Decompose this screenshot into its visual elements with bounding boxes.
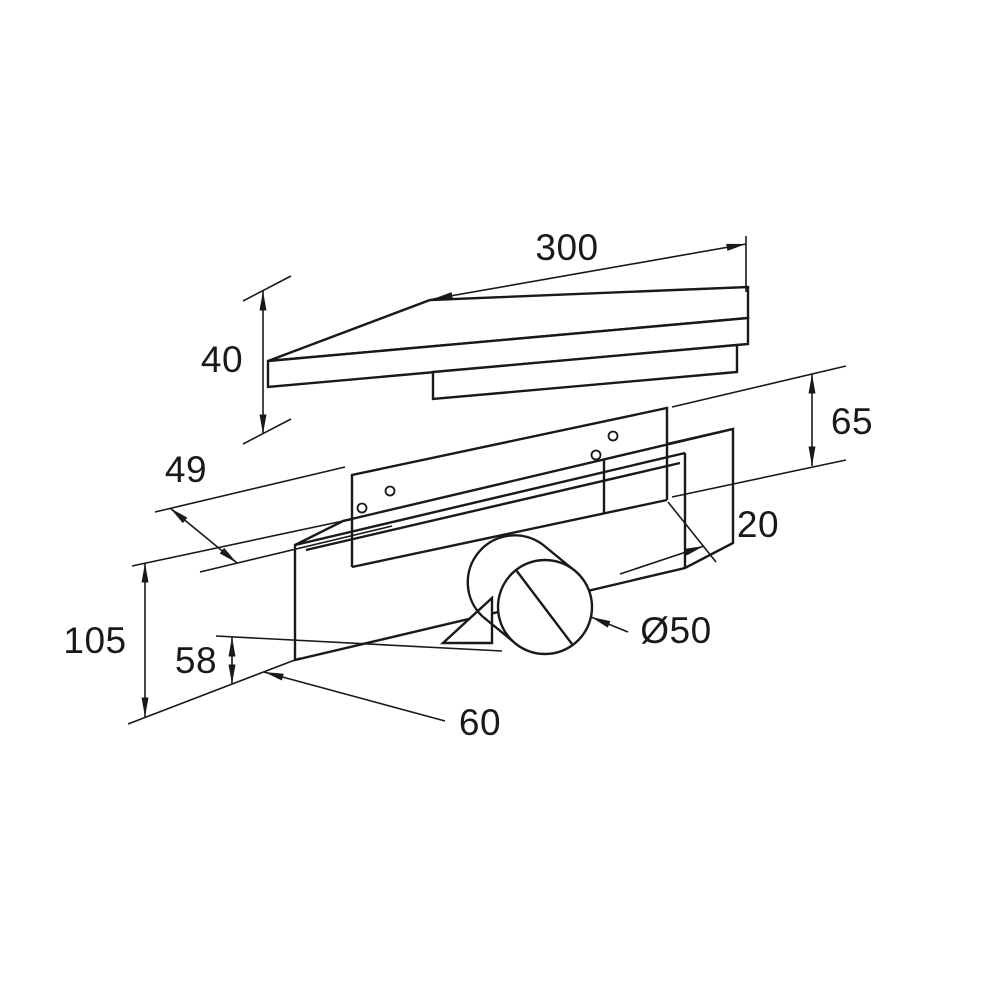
ext-65-top — [671, 365, 847, 408]
dimension-105: 105 — [63, 563, 149, 717]
ext-105-top — [131, 520, 344, 567]
ext-20-right — [667, 501, 717, 563]
dimension-40: 40 — [201, 291, 267, 434]
flange-screw-hole — [607, 430, 619, 442]
pipe-base-arc — [466, 534, 543, 617]
dim-label-58: 58 — [175, 640, 217, 681]
channel-floor-edge — [351, 498, 668, 569]
dim-label-65: 65 — [831, 401, 873, 442]
ext-40-bottom — [242, 418, 292, 445]
cover-front-lip — [266, 316, 750, 389]
dim-label-49: 49 — [165, 449, 207, 490]
dim-label-60: 60 — [459, 702, 501, 743]
cover-skirt — [431, 343, 739, 401]
dim-leader-diameter-50 — [590, 616, 629, 633]
dimension-300: 300 — [432, 227, 747, 300]
drain-cover — [266, 285, 750, 401]
extension-lines — [127, 236, 847, 725]
dimension-65: 65 — [808, 374, 873, 466]
dim-label-diameter-50: Ø50 — [640, 610, 711, 651]
outlet-support-bracket — [439, 595, 494, 645]
dim-line-49 — [169, 507, 238, 564]
dim-label-300: 300 — [535, 227, 598, 268]
dim-label-40: 40 — [201, 339, 243, 380]
dimension-49: 49 — [165, 449, 238, 564]
dimension-diameter-50: Ø50 — [590, 610, 711, 651]
flange-screw-hole — [356, 502, 368, 514]
outlet-pipe — [466, 534, 594, 656]
ext-49-lower — [199, 525, 393, 573]
ext-58-top — [215, 635, 503, 652]
flange-screw-hole — [590, 449, 602, 461]
ext-49-upper — [154, 466, 346, 513]
ext-40-top — [242, 275, 292, 302]
dim-label-20: 20 — [737, 504, 779, 545]
dimension-60: 60 — [263, 671, 501, 743]
body-silhouette — [293, 406, 735, 662]
dimension-20: 20 — [619, 504, 779, 575]
dim-line-300 — [432, 243, 747, 300]
dim-label-105: 105 — [63, 620, 126, 661]
ext-65-bottom — [671, 459, 847, 498]
pipe-bore-edge — [515, 569, 573, 645]
dim-line-20 — [619, 545, 705, 575]
flange-screw-hole — [384, 485, 396, 497]
body-front-top-edge — [294, 451, 686, 547]
ext-105-bottom — [127, 657, 301, 725]
dimension-58: 58 — [175, 637, 236, 684]
body-front-inner-edge — [305, 461, 681, 552]
dim-line-60 — [263, 671, 446, 722]
